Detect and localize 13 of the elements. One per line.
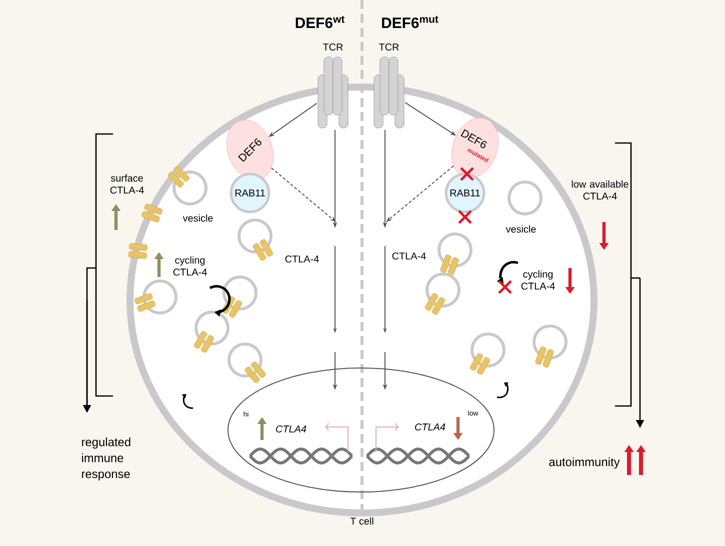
node-label: TCR bbox=[322, 43, 343, 51]
rab11-protein: RAB11 bbox=[444, 172, 486, 214]
rab11-protein: RAB11 bbox=[230, 172, 270, 214]
label: CTLA-4 bbox=[285, 255, 319, 263]
label: cycling CTLA-4 bbox=[521, 270, 555, 290]
label: vesicle bbox=[182, 214, 213, 222]
panel-heading: DEF6$^{mut}$ bbox=[382, 16, 438, 28]
label: CTLA-4 bbox=[392, 252, 426, 260]
node-label: TCR bbox=[378, 43, 399, 51]
label: cycling CTLA-4 bbox=[173, 256, 207, 276]
node-label: T cell bbox=[350, 517, 374, 525]
panel-heading: DEF6$^{wt}$ bbox=[296, 16, 345, 28]
label: vesicle bbox=[506, 225, 536, 233]
